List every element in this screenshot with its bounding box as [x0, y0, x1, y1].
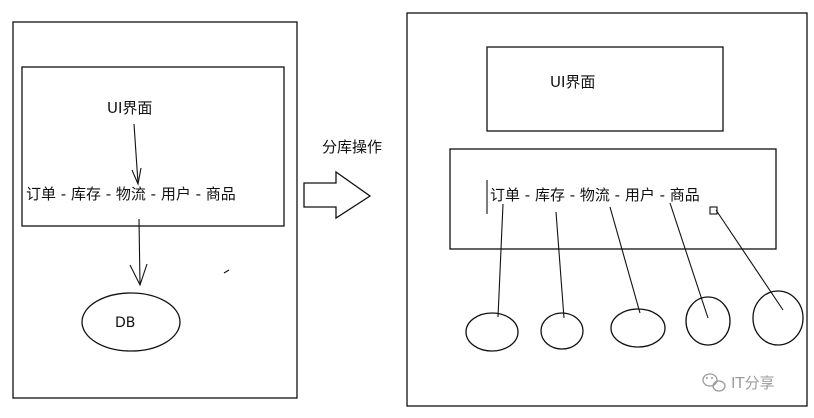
- right-diagram: UI界面 订单 - 库存 - 物流 - 用户 - 商品: [406, 12, 808, 407]
- left-ui-arrow-line: [133, 123, 139, 184]
- transition-arrow: [303, 170, 372, 220]
- connector-line: [715, 209, 784, 311]
- right-outer-frame: [406, 12, 808, 407]
- right-modules-label: 订单 - 库存 - 物流 - 用户 - 商品: [490, 186, 700, 204]
- database-ellipse: [610, 308, 666, 348]
- watermark: IT分享: [702, 373, 775, 392]
- stray-mark: [223, 269, 230, 274]
- right-ui-box: [486, 46, 724, 132]
- left-ui-arrow-head: [131, 167, 142, 186]
- watermark-text: IT分享: [731, 374, 775, 392]
- database-ellipse: [540, 312, 584, 350]
- transition: 分库操作: [303, 138, 382, 220]
- database-ellipse: [465, 312, 519, 352]
- transition-label: 分库操作: [322, 138, 382, 156]
- wechat-icon: [702, 373, 726, 392]
- database-ellipse: [752, 290, 804, 346]
- database-ellipse: [685, 296, 731, 346]
- left-db-arrow-head: [129, 263, 148, 287]
- connector-line: [609, 206, 641, 314]
- left-db-label: DB: [115, 315, 135, 331]
- connector-line: [555, 211, 565, 319]
- right-ui-label: UI界面: [550, 73, 595, 91]
- left-db-ellipse: [81, 292, 181, 352]
- left-app-box: [21, 66, 285, 227]
- right-app-box: [449, 148, 777, 250]
- connector-line: [497, 203, 504, 318]
- left-db-arrow-line: [138, 218, 141, 285]
- left-ui-label: UI界面: [107, 99, 152, 117]
- left-modules-label: 订单 - 库存 - 物流 - 用户 - 商品: [26, 185, 236, 203]
- left-diagram: UI界面 订单 - 库存 - 物流 - 用户 - 商品 DB: [12, 21, 298, 399]
- left-outer-frame: [12, 21, 298, 399]
- module-marker: [709, 206, 718, 215]
- connector-line: [669, 202, 709, 319]
